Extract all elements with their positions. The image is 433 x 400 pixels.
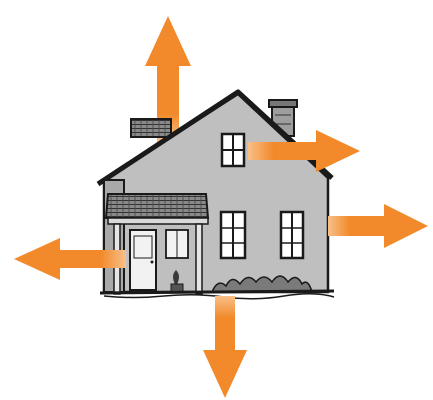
arrow-right-lower-icon: [328, 204, 428, 248]
house-icon: [98, 92, 334, 299]
arrow-down-icon: [203, 296, 247, 398]
